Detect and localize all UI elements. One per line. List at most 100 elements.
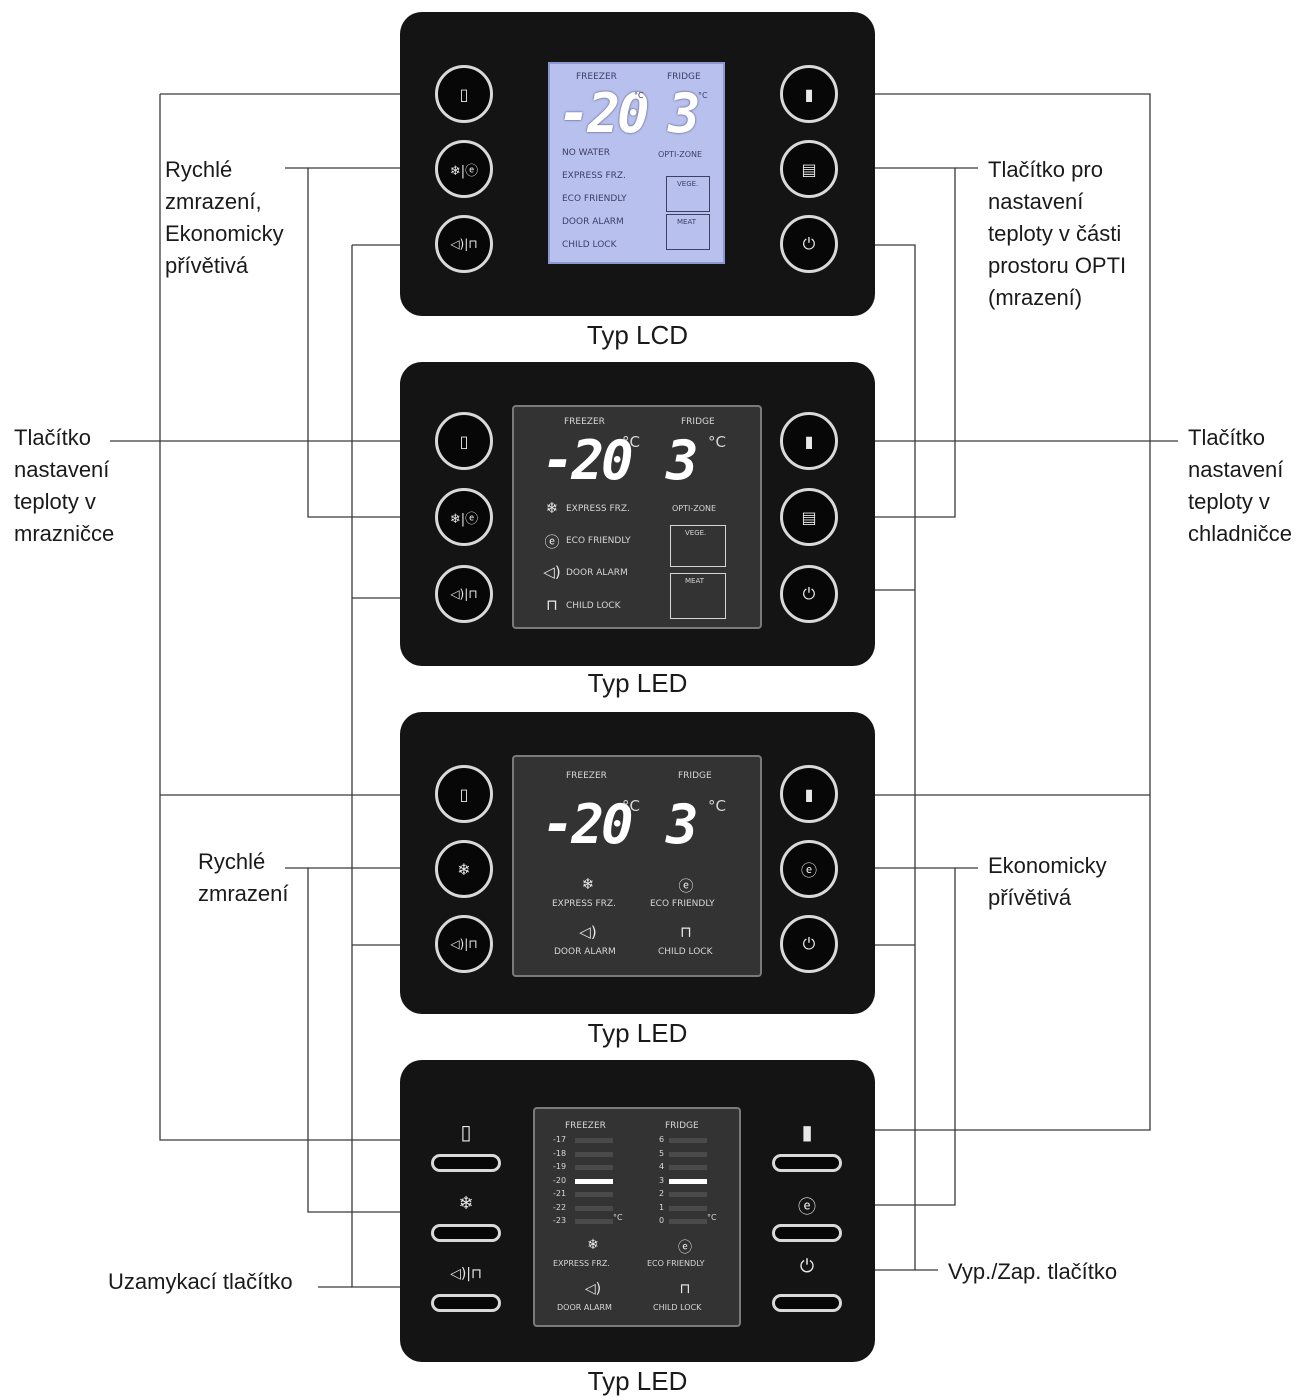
label-lock-button: Uzamykací tlačítko [108,1269,293,1294]
door-alarm-indicator: DOOR ALARM [557,1303,612,1312]
line-opti [840,167,956,518]
door-alarm-indicator: DOOR ALARM [554,947,616,957]
fridge-label: FRIDGE [667,72,701,82]
eco-friendly-indicator: ECO FRIENDLY [647,1259,705,1268]
freezer-temp-button[interactable]: ▯ [435,412,493,470]
fridge-label: FRIDGE [665,1121,699,1131]
unit-fridge: °C [708,797,726,815]
unit-freezer: °C [613,1213,623,1222]
power-icon: ⏻ [802,934,816,953]
label-power-button: Vyp./Zap. tlačítko [948,1259,1118,1284]
freezer-scale-label: -23 [553,1216,567,1225]
speaker-lock-icon: ◁)|⊓ [450,237,478,251]
freezer-temp-button[interactable] [431,1154,501,1172]
caption-led-3: Typ LED [587,1366,688,1396]
fridge-door-icon: ▮ [804,431,814,451]
freezer-door-icon: ▯ [459,784,469,804]
fridge-label: FRIDGE [678,771,712,781]
freezer-label: FREEZER [566,771,607,781]
label-freezer-temp-button: Tlačítko nastavení teploty v mrazničce [14,425,115,546]
fridge-level-bar [669,1205,707,1211]
opti-zone-button[interactable]: ▤ [780,140,838,198]
fridge-temp-button[interactable]: ▮ [780,65,838,123]
eco-friendly-indicator: ECO FRIENDLY [650,899,715,909]
freezer-scale-label: -22 [553,1202,567,1212]
power-button[interactable]: ⏻ [780,565,838,623]
vege-label: VEGE. [685,529,707,537]
freezer-level-bar [575,1192,613,1197]
label-eco-friendly: Ekonomicky přívětivá [988,853,1107,910]
alarm-lock-button[interactable] [431,1294,501,1312]
fridge-scale-label: 0 [659,1216,665,1225]
opti-zone-label: OPTI-ZONE [658,150,703,159]
fridge-scale-label: 1 [659,1202,665,1212]
freezer-label: FREEZER [564,417,605,427]
unit-fridge: °C [707,1213,717,1222]
snowflake-icon: ❄ [587,1237,599,1253]
fridge-scale-label: 6 [659,1135,665,1144]
express-eco-button[interactable]: ❄|ⓔ [435,488,493,546]
fridge-temperature: 3 [666,429,698,492]
child-lock-indicator: CHILD LOCK [566,601,621,611]
power-icon: ⏻ [802,584,816,603]
fridge-level-bar [669,1192,707,1197]
snowflake-icon: ❄ [545,499,559,517]
speaker-lock-icon: ◁)|⊓ [450,1266,482,1282]
unit-fridge: °C [708,433,726,451]
power-icon: ⏻ [802,234,816,253]
express-freeze-button[interactable]: ❄ [435,840,493,898]
freezer-level-bar [575,1205,613,1211]
express-freeze-button[interactable] [431,1224,501,1242]
freezer-door-icon: ▯ [459,84,469,104]
alarm-lock-button[interactable]: ◁)|⊓ [435,565,493,623]
freezer-level-bar [575,1138,613,1143]
child-lock-indicator: CHILD LOCK [562,240,617,250]
label-fast-freeze: Rychlé zmrazení [198,849,289,906]
led-display: FREEZER FRIDGE -20 3 °C °C EXPRESS FRZ. … [512,405,762,629]
door-alarm-indicator: DOOR ALARM [566,568,628,578]
power-button[interactable]: ⏻ [780,215,838,273]
fridge-temp-button[interactable] [772,1154,842,1172]
freezer-temp-button[interactable]: ▯ [435,65,493,123]
fridge-door-icon: ▮ [801,1120,813,1144]
eco-button[interactable] [772,1224,842,1242]
no-water-indicator: NO WATER [562,148,610,158]
speaker-icon: ◁) [584,1281,602,1297]
freezer-label: FREEZER [576,72,617,82]
freezer-scale-label: -19 [553,1162,567,1171]
fridge-scale-label: 2 [659,1189,665,1198]
fridge-level-bar [669,1165,707,1170]
freezer-temp-button[interactable]: ▯ [435,765,493,823]
opti-zone-button[interactable]: ▤ [780,488,838,546]
label-fast-freeze-eco: Rychlé zmrazení, Ekonomicky přívětivá [165,157,284,278]
door-alarm-indicator: DOOR ALARM [562,217,624,227]
freezer-level-bar [575,1178,613,1184]
fridge-scale-label: 3 [659,1175,665,1185]
eco-leaf-icon: ⓔ [678,1240,692,1256]
eco-friendly-indicator: ECO FRIENDLY [562,194,627,204]
freezer-level-bar [575,1219,613,1224]
opti-zone-icon: ▤ [801,159,817,179]
express-eco-button[interactable]: ❄|ⓔ [435,140,493,198]
fridge-temp-button[interactable]: ▮ [780,412,838,470]
power-button[interactable] [772,1294,842,1312]
alarm-lock-button[interactable]: ◁)|⊓ [435,915,493,973]
express-frz-indicator: EXPRESS FRZ. [566,504,630,514]
line-fast-freeze [285,167,435,518]
eco-button[interactable]: ⓔ [780,840,838,898]
eco-friendly-indicator: ECO FRIENDLY [566,536,631,546]
fridge-temp-button[interactable]: ▮ [780,765,838,823]
fridge-level-bar [669,1178,707,1184]
freezer-temperature: -20 [542,793,634,856]
meat-label: MEAT [677,218,696,226]
freezer-label: FREEZER [565,1121,606,1131]
speaker-lock-icon: ◁)|⊓ [450,587,478,601]
alarm-lock-button[interactable]: ◁)|⊓ [435,215,493,273]
label-fridge-temp-button: Tlačítko nastavení teploty v chladničce [1188,425,1292,546]
express-frz-indicator: EXPRESS FRZ. [562,171,626,181]
fridge-label: FRIDGE [681,417,715,427]
lock-icon: ⊓ [546,596,558,614]
power-button[interactable]: ⏻ [780,915,838,973]
express-frz-indicator: EXPRESS FRZ. [552,899,616,909]
